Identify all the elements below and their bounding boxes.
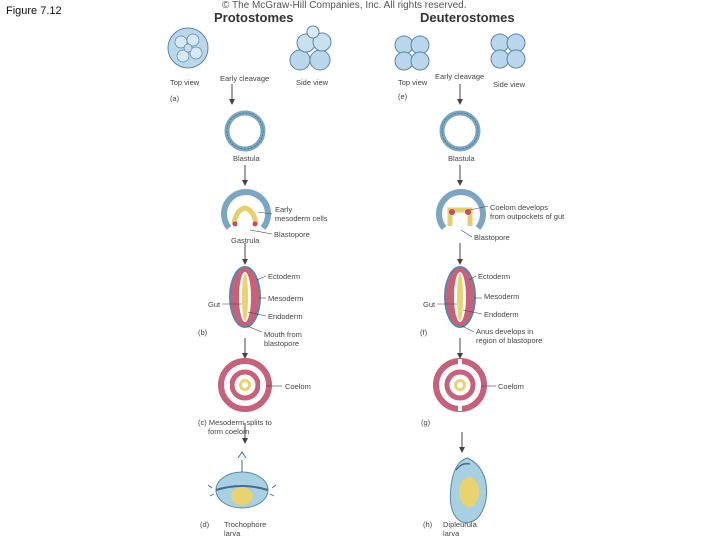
proto-early-mesoderm-line1: Early [275,205,293,214]
deutero-endoderm-label: Endoderm [484,310,519,319]
proto-blastula-label: Blastula [233,154,260,163]
deutero-anus-line1: Anus develops in [476,327,534,336]
deutero-coelom-develops-line1: Coelom develops [490,203,548,212]
proto-cleavage-side [289,25,332,71]
proto-coelom-section [218,358,272,412]
proto-side-view-label: Side view [296,78,329,87]
proto-mouth-label: Mouth from blastopore [264,330,302,348]
panel-f-label: (f) [420,328,428,337]
proto-embryo-b [229,266,261,328]
panel-c-line1: (c) Mesoderm splits to [198,418,272,427]
deutero-coelom-section [433,358,487,412]
deutero-embryo-f [444,266,476,328]
proto-ectoderm-label: Ectoderm [268,272,301,281]
proto-gastrula-label: Gastrula [231,236,260,245]
proto-early-mesoderm-line2: mesoderm cells [275,214,328,223]
deutero-anus-label: Anus develops in region of blastopore [476,327,542,345]
deutero-gastrula [436,189,486,230]
dipleurula-line1: Dipleurula [443,520,477,529]
proto-mesoderm-label: Mesoderm [268,294,304,303]
proto-mouth-line1: Mouth from [264,330,302,339]
deutero-coelom-develops-line2: from outpockets of gut [490,212,565,221]
deutero-mesoderm-label: Mesoderm [484,292,520,301]
deutero-side-view-label: Side view [493,80,526,89]
panel-c-line2: form coelom [208,427,250,436]
deutero-gut-label: Gut [423,300,436,309]
deutero-anus-line2: region of blastopore [476,336,543,345]
deutero-blastopore-label: Blastopore [474,233,510,242]
deutero-cleavage-top [394,35,430,71]
proto-coelom-label: Coelom [285,382,311,391]
deutero-blastula [439,110,481,152]
deutero-top-view-label: Top view [398,78,428,87]
panel-c-label: (c) Mesoderm splits to form coelom [198,418,272,436]
dipleurula-line2: larva [443,529,460,538]
deutero-coelom-develops-label: Coelom develops from outpockets of gut [490,203,564,221]
deutero-early-cleavage-label: Early cleavage [435,72,485,81]
deuterostomes-title: Deuterostomes [420,10,515,25]
proto-endoderm-label: Endoderm [268,312,303,321]
panel-a-label: (a) [170,94,180,103]
proto-gastrula [221,189,271,230]
trochophore-line1: Trochophore [224,520,267,529]
protostomes-title: Protostomes [214,10,294,25]
proto-early-cleavage-label: Early cleavage [220,74,270,83]
deutero-dipleurula-larva [449,457,488,524]
panel-g-label: (g) [421,418,431,427]
panel-d-label: (d) [200,520,210,529]
proto-trochophore-larva [207,451,277,509]
proto-early-mesoderm-label: Early mesoderm cells [275,205,328,223]
proto-top-view-label: Top view [170,78,200,87]
trochophore-label: Trochophore larva [224,520,266,538]
figure-label: Figure 7.12 [6,5,62,17]
panel-b-label: (b) [198,328,208,337]
proto-gut-label: Gut [208,300,221,309]
proto-blastula [224,110,266,152]
deutero-ectoderm-label: Ectoderm [478,272,511,281]
deutero-blastula-label: Blastula [448,154,475,163]
deutero-coelom-label: Coelom [498,382,524,391]
panel-e-label: (e) [398,92,408,101]
deutero-cleavage-side [490,33,526,69]
proto-mouth-line2: blastopore [264,339,300,348]
dipleurula-label: Dipleurula larva [443,520,477,538]
copyright-notice: © The McGraw-Hill Companies, Inc. All ri… [222,0,467,11]
proto-blastopore-label: Blastopore [274,230,310,239]
proto-cleavage-top [167,27,209,69]
panel-h-label: (h) [423,520,433,529]
trochophore-line2: larva [224,529,241,538]
